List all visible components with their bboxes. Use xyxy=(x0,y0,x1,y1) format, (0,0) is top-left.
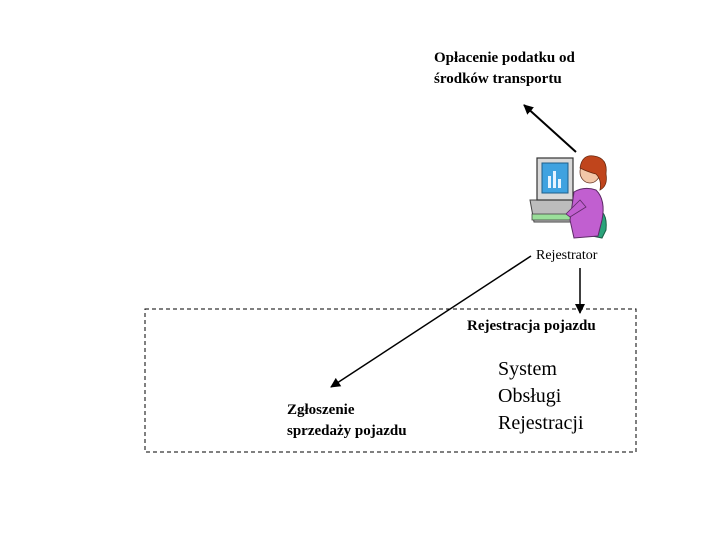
person-at-computer-icon xyxy=(529,155,607,239)
use-case-sale-line2: sprzedaży pojazdu xyxy=(287,423,407,439)
system-name-line2: Obsługi xyxy=(498,385,562,407)
system-name-line1: System xyxy=(498,358,557,380)
external-use-case-line2: środków transportu xyxy=(434,71,562,87)
use-case-sale-line1: Zgłoszenie xyxy=(287,402,355,418)
use-case-vehicle-registration: Rejestracja pojazdu xyxy=(467,316,596,337)
system-boundary xyxy=(144,308,637,453)
actor-label: Rejestrator xyxy=(536,248,598,263)
use-case-registration-line1: Rejestracja pojazdu xyxy=(467,318,596,334)
association-sale-notification xyxy=(330,255,532,388)
association-tax-payment xyxy=(523,104,577,153)
system-name-line3: Rejestracji xyxy=(498,412,584,434)
use-case-sale-notification: Zgłoszenie sprzedaży pojazdu xyxy=(287,400,407,442)
system-name: System Obsługi Rejestracji xyxy=(498,356,584,437)
external-use-case-line1: Opłacenie podatku od xyxy=(434,50,575,66)
external-use-case-tax-payment: Opłacenie podatku od środków transportu xyxy=(434,48,575,90)
